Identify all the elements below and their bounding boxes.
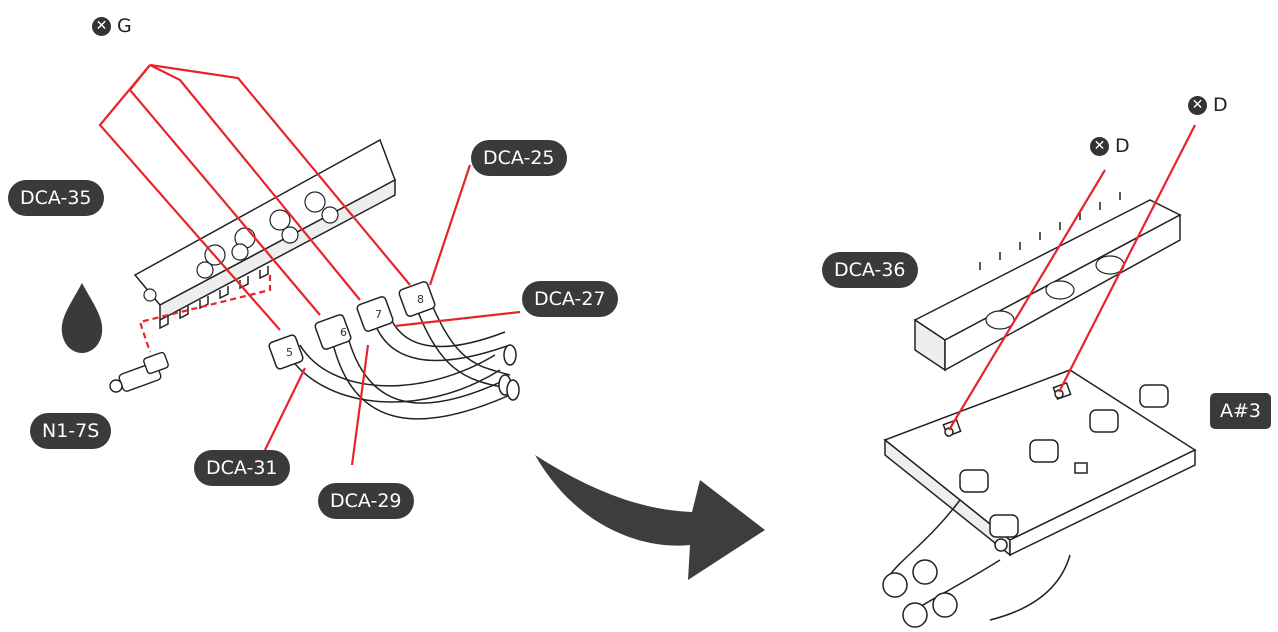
drop-icon — [61, 283, 103, 353]
x-circle-icon: ✕ — [92, 16, 111, 36]
fittings — [268, 281, 436, 370]
water-block-left — [133, 138, 396, 330]
leader-lines-left — [98, 63, 521, 466]
fitting-number-8: 8 — [417, 293, 424, 306]
dashed-leader — [138, 275, 272, 353]
callout-dca-29: DCA-29 — [318, 483, 414, 519]
screw-ref-d-1: ✕ D — [1090, 135, 1130, 157]
callout-dca-31: DCA-31 — [194, 450, 290, 486]
fitting-n1-7s — [109, 351, 169, 393]
x-circle-icon: ✕ — [1090, 136, 1109, 156]
tubes-left — [284, 287, 520, 420]
water-block-right — [913, 192, 1182, 372]
fitting-number-7: 7 — [375, 308, 382, 321]
callout-dca-36: DCA-36 — [822, 252, 918, 288]
screw-ref-d-2-label: D — [1213, 94, 1228, 116]
callout-dca-27: DCA-27 — [522, 281, 618, 317]
x-circle-icon: ✕ — [1188, 95, 1207, 115]
screw-ref-d-1-label: D — [1115, 135, 1130, 157]
mounting-bracket — [883, 369, 1197, 557]
leader-lines-right — [948, 124, 1196, 431]
callout-dca-35: DCA-35 — [8, 180, 104, 216]
callout-a3: A#3 — [1210, 393, 1272, 429]
screw-ref-d-2: ✕ D — [1188, 94, 1228, 116]
callout-n1-7s: N1-7S — [30, 413, 112, 449]
screw-ref-g-label: G — [117, 15, 132, 37]
fitting-number-6: 6 — [340, 326, 347, 339]
curved-arrow-icon — [535, 455, 765, 580]
screw-ref-g: ✕ G — [92, 15, 132, 37]
fitting-number-5: 5 — [286, 346, 293, 359]
callout-dca-25: DCA-25 — [471, 140, 567, 176]
tubes-right — [882, 499, 1071, 628]
